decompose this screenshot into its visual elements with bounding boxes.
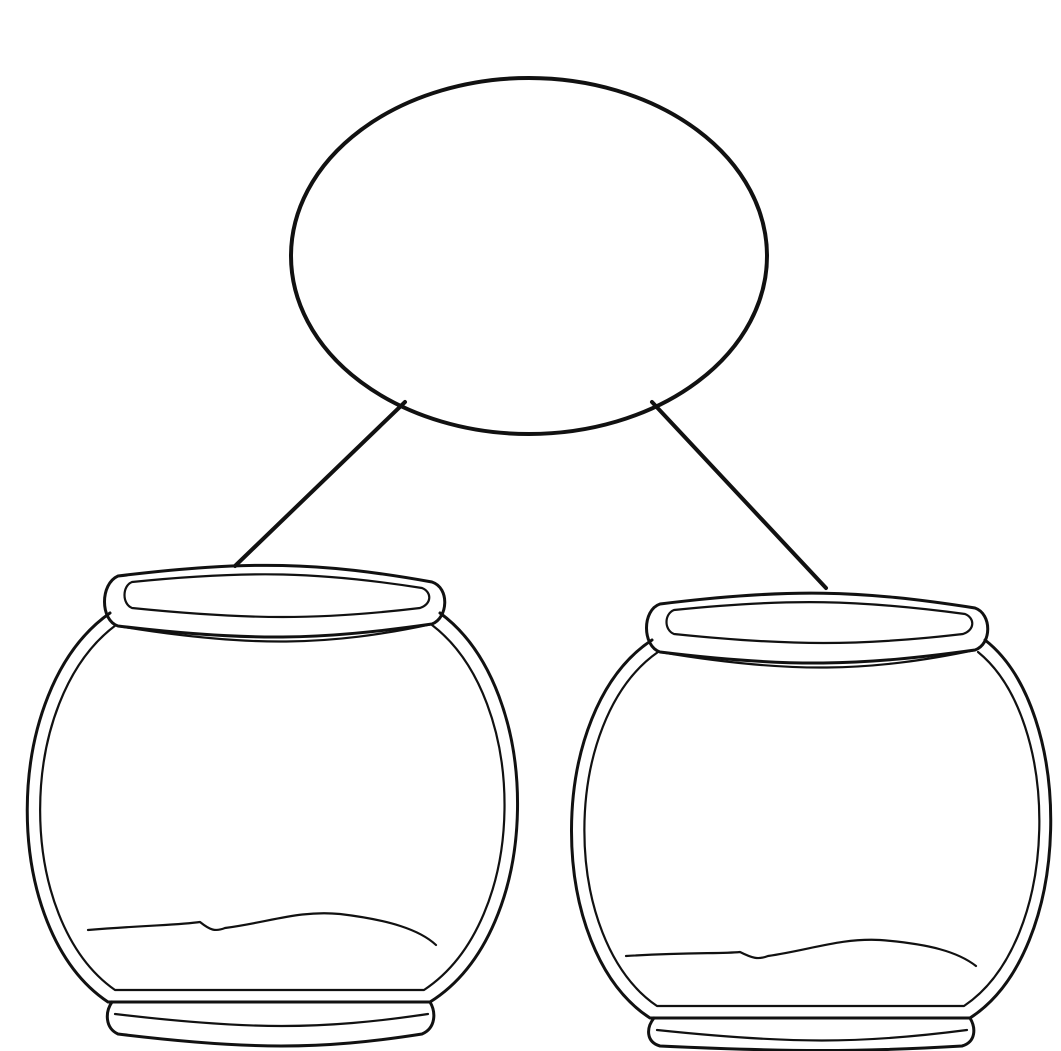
fishbowl-right-base-line	[657, 1030, 967, 1041]
fishbowl-left-rim-inner	[125, 574, 430, 617]
fishbowl-left-neck	[118, 624, 432, 642]
fishbowl-right-body-inner	[584, 652, 1039, 1006]
whole-circle[interactable]	[291, 78, 767, 434]
fishbowl-left-body-inner	[40, 625, 504, 990]
fishbowl-right-body-outer	[571, 640, 1050, 1018]
fishbowl-right-neck	[660, 650, 975, 668]
fishbowl-left-gravel	[88, 913, 436, 945]
fishbowl-right-gravel	[626, 940, 976, 966]
fishbowl-left-base-line	[115, 1014, 428, 1026]
fishbowl-right-rim-inner	[667, 602, 973, 643]
connector-line-right	[652, 402, 826, 588]
fishbowl-left[interactable]	[27, 565, 517, 1046]
fishbowl-left-body-outer	[27, 613, 517, 1002]
connector-line-left	[235, 402, 405, 566]
fishbowl-left-base	[107, 1002, 433, 1046]
fishbowl-left-rim-outer	[105, 565, 445, 637]
fishbowl-right-rim-outer	[647, 593, 988, 663]
fishbowl-right[interactable]	[571, 593, 1050, 1050]
